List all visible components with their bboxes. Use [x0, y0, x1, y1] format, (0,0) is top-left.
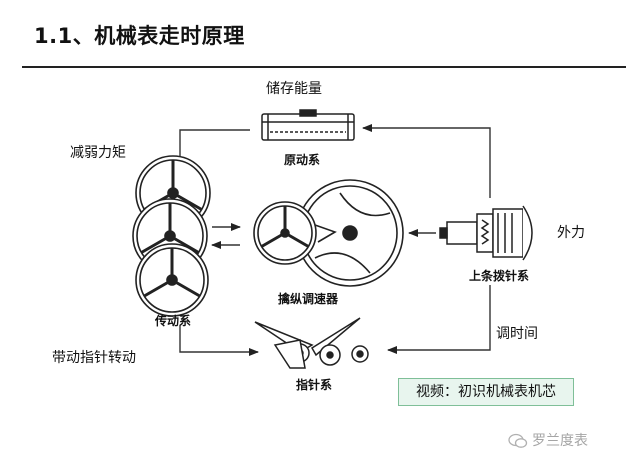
transmission-gears [132, 155, 211, 317]
title-divider [22, 66, 626, 68]
mainspring-barrel [261, 109, 355, 141]
drive-hands-label: 带动指针转动 [52, 350, 136, 366]
hands-label: 指针系 [296, 378, 333, 392]
transmission-label: 传动系 [155, 314, 192, 328]
page-title: 1.1、机械表走时原理 [34, 24, 245, 48]
winding-stem [439, 205, 533, 261]
arrow-winding-to-hands [387, 285, 491, 354]
arrow-transmission-to-hands [179, 325, 259, 356]
wechat-icon [508, 433, 528, 448]
video-intro-button[interactable]: 视频：初识机械表机芯 [398, 378, 574, 406]
watermark: 罗兰度表 [508, 430, 588, 450]
reduce-torque-label: 减弱力矩 [70, 145, 126, 161]
escapement-label: 擒纵调速器 [278, 292, 339, 306]
escapement-assembly [253, 179, 404, 287]
set-time-label: 调时间 [496, 326, 538, 342]
hands-assembly [254, 317, 369, 369]
mainspring-label: 原动系 [284, 153, 321, 167]
winding-label: 上条拨针系 [469, 269, 530, 283]
external-force-label: 外力 [557, 225, 585, 241]
watermark-text: 罗兰度表 [532, 433, 588, 449]
storage-energy-label: 储存能量 [266, 81, 322, 97]
arrow-winding-to-mainspring [362, 124, 491, 198]
